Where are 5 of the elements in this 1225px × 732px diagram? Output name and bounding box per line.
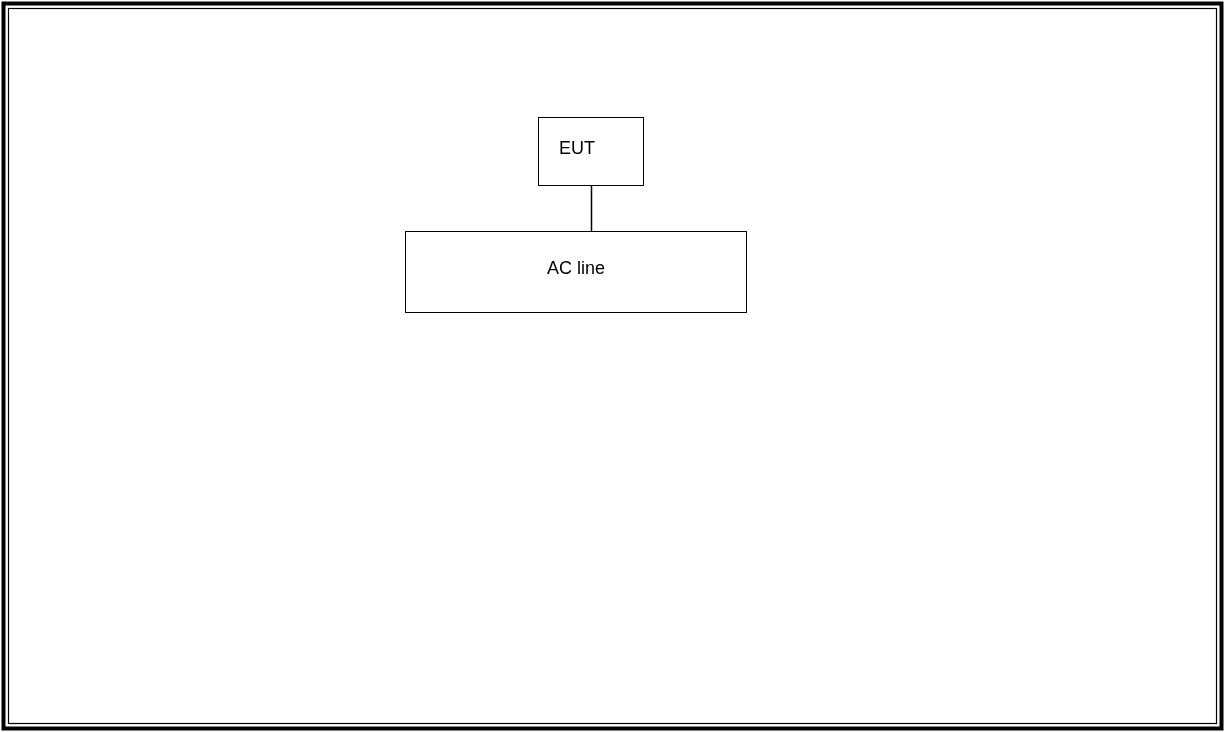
box [538, 117, 644, 186]
connector-line [590, 185, 593, 232]
box-label: EUT [559, 138, 595, 159]
box [405, 231, 747, 313]
box-label: AC line [546, 258, 606, 279]
